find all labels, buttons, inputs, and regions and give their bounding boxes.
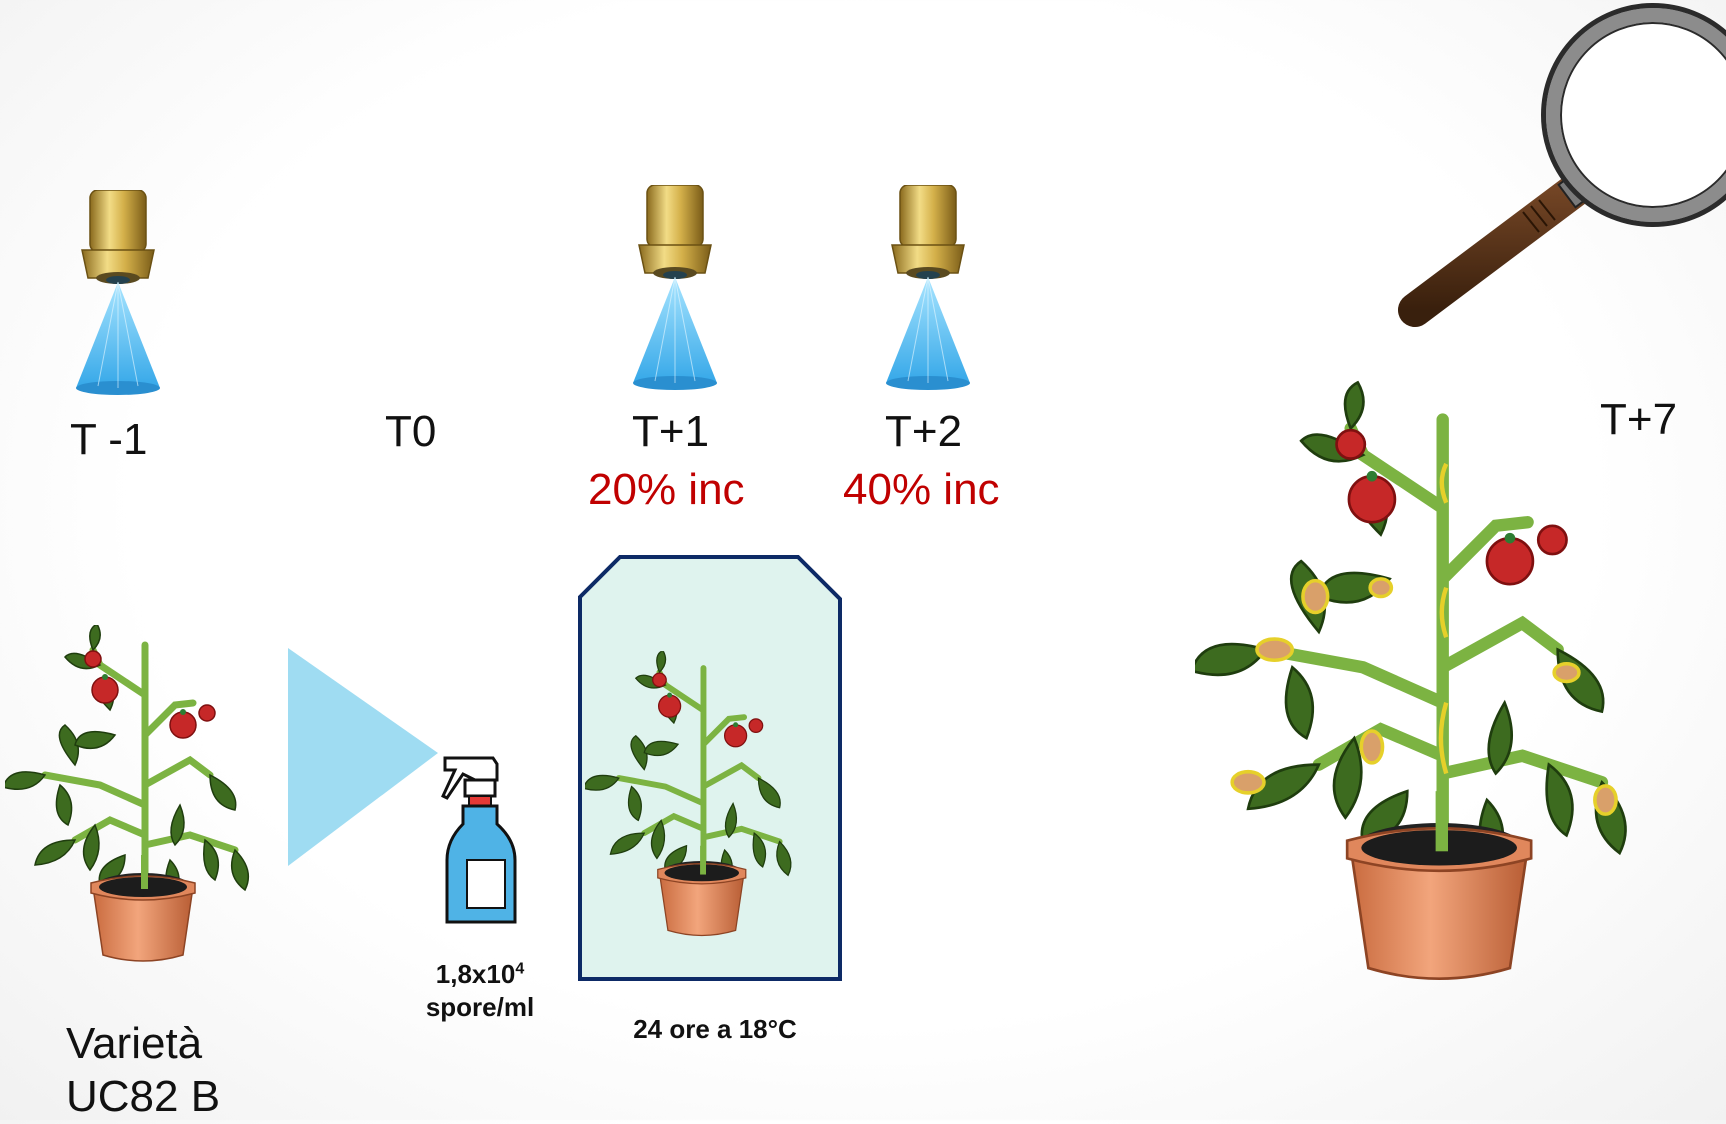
concentration-unit: spore/ml — [425, 991, 535, 1022]
label-t-plus-7: T+7 — [1600, 395, 1678, 444]
magnifier-icon — [1398, 3, 1726, 327]
tomato-plant-icon — [585, 650, 805, 940]
label-t0: T0 — [385, 407, 437, 456]
label-t-plus-1: T+1 — [632, 407, 710, 456]
nozzle-icon — [68, 190, 168, 400]
inoculum-concentration: 1,8x104 spore/ml — [395, 958, 565, 1023]
variety-line-1: Varietà — [66, 1019, 203, 1068]
nozzle-icon — [878, 185, 978, 395]
tomato-plant-icon — [5, 625, 265, 965]
nozzle-icon — [625, 185, 725, 395]
concentration-exponent: 4 — [515, 960, 525, 978]
label-t-plus-2: T+2 — [885, 407, 963, 456]
variety-line-2: UC82 B — [66, 1071, 221, 1121]
incubation-chamber — [578, 555, 842, 981]
variety-label: Varietà UC82 B — [66, 1018, 220, 1124]
incubation-t-plus-1: 20% inc — [588, 465, 745, 514]
chamber-label: 24 ore a 18°C — [633, 1014, 797, 1044]
arrow-icon — [288, 648, 438, 866]
incubation-t-plus-2: 40% inc — [843, 465, 1000, 514]
label-t-minus-1: T -1 — [70, 415, 148, 464]
concentration-base: 1,8x10 — [435, 959, 516, 989]
spray-bottle-icon — [441, 756, 517, 924]
infected-tomato-plant-icon — [1195, 375, 1655, 995]
